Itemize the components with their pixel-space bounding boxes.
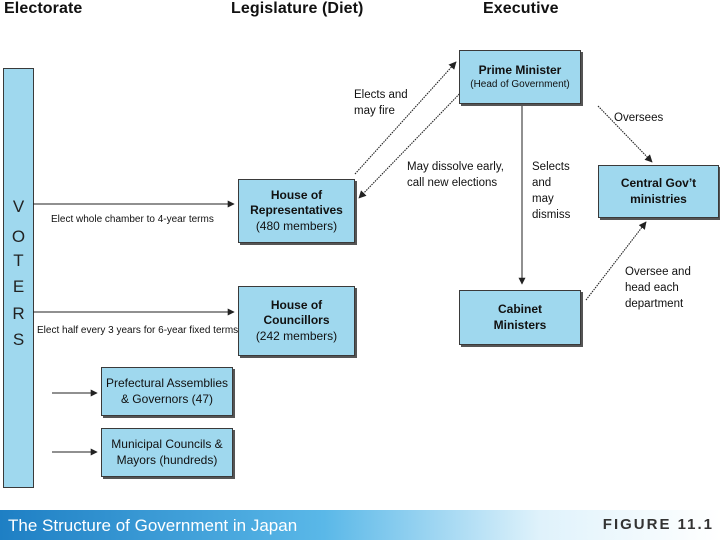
prefectural-assemblies-box: Prefectural Assemblies & Governors (47) bbox=[101, 367, 233, 416]
house-councillors-title-1: House of bbox=[270, 297, 323, 312]
prime-minister-subtitle: (Head of Government) bbox=[470, 79, 570, 91]
label-oversee-line-3: department bbox=[625, 297, 684, 310]
arrow-cabinet-oversees-ministries bbox=[585, 221, 647, 301]
central-govt-ministries-box: Central Gov’t ministries bbox=[598, 165, 719, 218]
house-reps-title-2: Representatives bbox=[250, 203, 343, 218]
label-oversee-line-2: head each bbox=[625, 281, 679, 294]
prime-minister-title: Prime Minister bbox=[478, 62, 562, 77]
cabinet-ministers-box: Cabinet Ministers bbox=[459, 290, 581, 345]
label-elects-line-2: may fire bbox=[354, 104, 395, 117]
voters-letter-t: T bbox=[13, 251, 24, 270]
header-electorate: Electorate bbox=[4, 0, 83, 17]
prime-minister-box: Prime Minister (Head of Government) bbox=[459, 50, 581, 104]
house-of-councillors-box: House of Councillors (242 members) bbox=[238, 286, 355, 356]
label-elect-half: Elect half every 3 years for 6-year fixe… bbox=[37, 325, 239, 336]
label-may-dissolve: May dissolve early, call new elections bbox=[407, 160, 504, 192]
header-executive: Executive bbox=[483, 0, 559, 17]
municipal-line-1: Municipal Councils & bbox=[111, 436, 223, 451]
prefectural-line-2: & Governors (47) bbox=[120, 391, 214, 406]
voters-letter-s: S bbox=[12, 330, 25, 349]
label-oversee-and-head: Oversee and head each department bbox=[625, 265, 691, 313]
label-oversee-line-1: Oversee and bbox=[625, 266, 691, 278]
voters-letter-e: E bbox=[12, 277, 25, 296]
house-councillors-title-2: Councillors bbox=[263, 313, 330, 328]
cabinet-line-1: Cabinet bbox=[497, 301, 542, 316]
municipal-line-2: Mayors (hundreds) bbox=[116, 452, 218, 467]
label-elect-whole-chamber: Elect whole chamber to 4-year terms bbox=[51, 214, 214, 225]
footer-bar: The Structure of Government in Japan FIG… bbox=[0, 510, 720, 540]
label-selects-line-1: Selects bbox=[532, 161, 570, 173]
house-councillors-members: (242 members) bbox=[255, 328, 338, 343]
house-reps-members: (480 members) bbox=[255, 218, 338, 233]
voters-letter-r: R bbox=[12, 304, 25, 323]
cabinet-line-2: Ministers bbox=[493, 317, 547, 332]
house-reps-title-1: House of bbox=[270, 187, 323, 202]
label-selects-line-4: dismiss bbox=[532, 208, 571, 221]
label-selects-line-3: may bbox=[532, 192, 554, 205]
figure-number: FIGURE 11.1 bbox=[602, 516, 714, 533]
voters-letter-o: O bbox=[11, 227, 26, 246]
central-govt-line-1: Central Gov’t bbox=[620, 175, 697, 190]
arrow-pm-dissolves-reps bbox=[358, 84, 469, 199]
voters-column: V O T E R S bbox=[3, 68, 34, 488]
label-oversees: Oversees bbox=[614, 112, 664, 124]
footer-title: The Structure of Government in Japan bbox=[8, 516, 298, 535]
municipal-councils-box: Municipal Councils & Mayors (hundreds) bbox=[101, 428, 233, 477]
voters-letter-v: V bbox=[12, 197, 25, 216]
label-dissolve-line-1: May dissolve early, bbox=[407, 161, 504, 173]
label-selects-line-2: and bbox=[532, 176, 552, 189]
label-selects-and-may-dismiss: Selects and may dismiss bbox=[532, 160, 570, 223]
label-elects-and-may-fire: Elects and may fire bbox=[354, 88, 408, 120]
label-dissolve-line-2: call new elections bbox=[407, 176, 498, 189]
label-elects-line-1: Elects and bbox=[354, 89, 408, 101]
house-of-representatives-box: House of Representatives (480 members) bbox=[238, 179, 355, 243]
arrow-pm-oversees-ministries bbox=[597, 105, 653, 163]
header-legislature: Legislature (Diet) bbox=[231, 0, 364, 17]
prefectural-line-1: Prefectural Assemblies bbox=[105, 375, 229, 390]
arrow-reps-elects-pm bbox=[354, 61, 457, 175]
central-govt-line-2: ministries bbox=[630, 191, 687, 206]
